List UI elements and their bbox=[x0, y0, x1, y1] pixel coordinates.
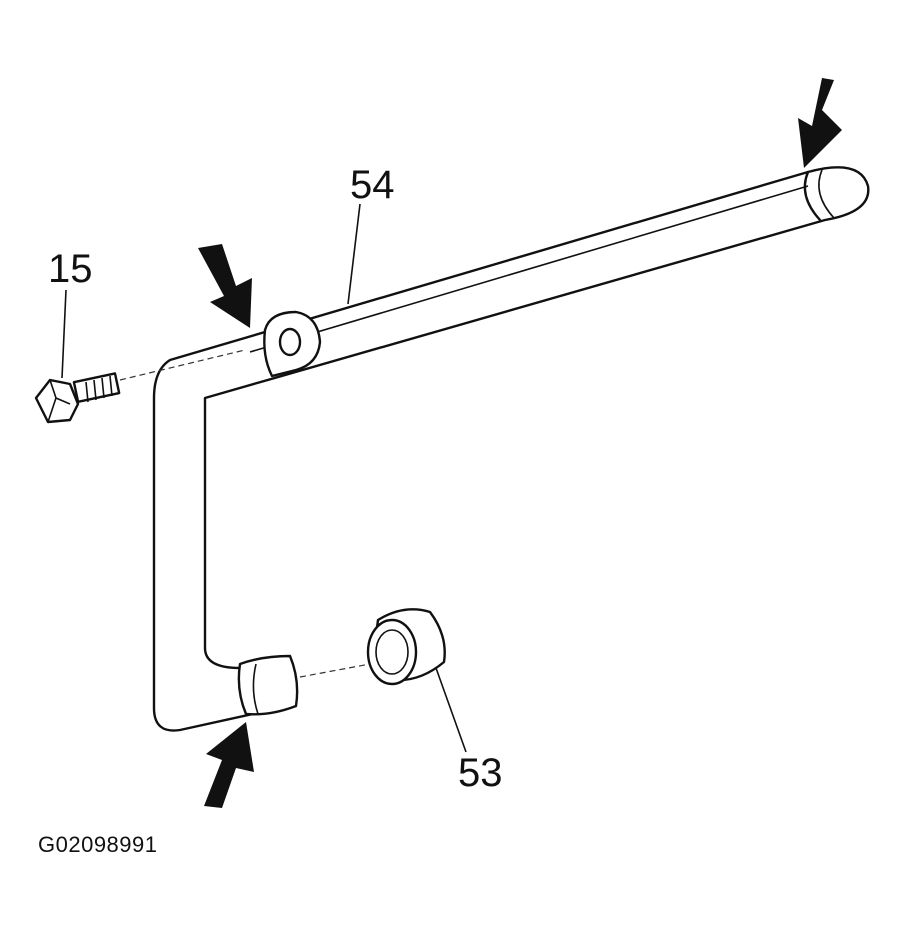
figure-id: G02098991 bbox=[38, 832, 158, 857]
leader-15 bbox=[61, 289, 67, 379]
seal-ring-icon bbox=[366, 608, 446, 686]
leader-53 bbox=[435, 667, 467, 753]
seal-axis-line bbox=[299, 663, 371, 678]
callout-53: 53 bbox=[458, 751, 503, 795]
pipe-icon bbox=[152, 166, 870, 732]
bolt-icon bbox=[34, 372, 121, 424]
bolt-axis-line bbox=[119, 349, 246, 381]
callout-54: 54 bbox=[350, 163, 395, 207]
arrow-icon bbox=[198, 78, 842, 808]
callout-15: 15 bbox=[48, 247, 93, 291]
leader-54 bbox=[347, 203, 361, 305]
